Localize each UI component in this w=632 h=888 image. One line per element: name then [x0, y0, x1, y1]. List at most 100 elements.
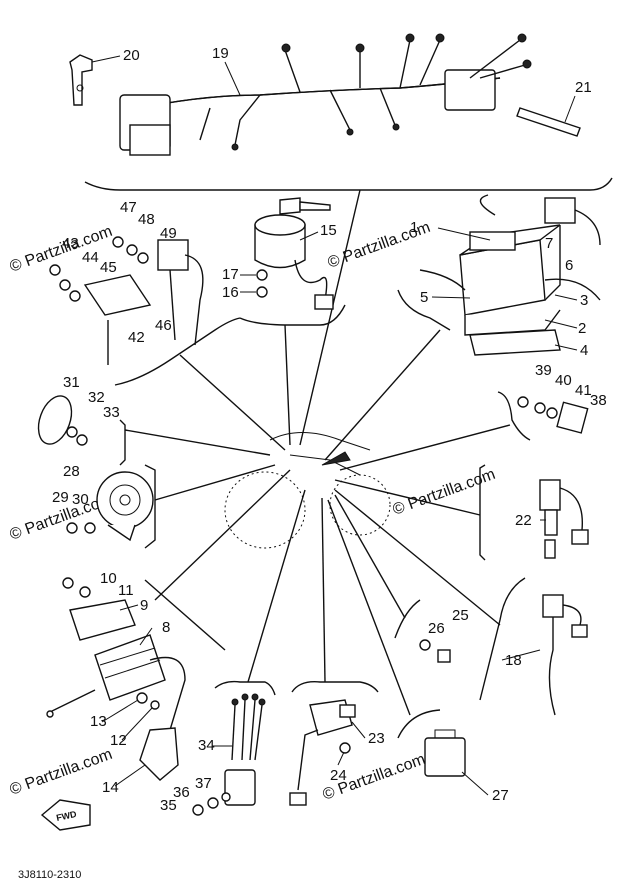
callout-48: 48: [138, 211, 155, 228]
part-19-wire-harness: [119, 33, 532, 156]
part-8-ignition-coil: [46, 577, 186, 781]
callout-41: 41: [575, 382, 592, 399]
callout-10: 10: [100, 570, 117, 587]
part-28-horn: [66, 471, 154, 542]
callout-15: 15: [320, 222, 337, 239]
battery-bracket: [397, 289, 451, 331]
callout-33: 33: [103, 404, 120, 421]
callout-13: 13: [90, 713, 107, 730]
leader-22: [334, 479, 481, 516]
callout-34: 34: [198, 737, 215, 754]
callout-24: 24: [330, 767, 347, 784]
callout-49: 49: [160, 225, 177, 242]
watermark-4: © Partzilla.com: [391, 466, 498, 519]
callout-8: 8: [162, 619, 170, 636]
fwd-label: FWD: [55, 809, 78, 823]
harness-bracket: [84, 177, 613, 191]
bracket-34: [214, 680, 276, 696]
callout-31: 31: [63, 374, 80, 391]
part-25-26-bolts: [419, 639, 451, 663]
callout-23: 23: [368, 730, 385, 747]
relay-bracket: [114, 317, 241, 386]
bracket-18: [479, 577, 526, 701]
callout-14: 14: [102, 779, 119, 796]
leader-23: [321, 497, 326, 683]
part-22-switch: [539, 479, 589, 559]
callout-28: 28: [63, 463, 80, 480]
leader-switch: [284, 324, 291, 446]
callout-30: 30: [72, 491, 89, 508]
callout-18: 18: [505, 652, 522, 669]
part-15-main-switch: [254, 197, 334, 310]
callout-42: 42: [128, 329, 145, 346]
callout-3: 3: [580, 292, 588, 309]
callout-7: 7: [545, 235, 553, 252]
callout-46: 46: [155, 317, 172, 334]
leader-relay: [179, 354, 286, 451]
callout-26: 26: [428, 620, 445, 637]
part-18-sensor: [542, 594, 588, 716]
part-31-cover-plate: [37, 395, 88, 446]
leader-18: [334, 489, 501, 626]
callout-47: 47: [120, 199, 137, 216]
callout-35: 35: [160, 797, 177, 814]
watermarks: © Partzilla.com © Partzilla.com © Partzi…: [8, 219, 498, 804]
callout-27: 27: [492, 787, 509, 804]
part-27-unit: [424, 729, 466, 777]
bracket-31: [119, 419, 126, 466]
callout-38: 38: [590, 392, 607, 409]
callout-37: 37: [195, 775, 212, 792]
callout-2: 2: [578, 320, 586, 337]
bracket-28: [144, 464, 156, 549]
callout-leaders: [91, 55, 578, 796]
part-code: 3J8110-2310: [18, 869, 81, 881]
part-23-switch: [289, 699, 356, 806]
bracket-25: [394, 599, 421, 639]
callout-17: 17: [222, 266, 239, 283]
callout-36: 36: [173, 784, 190, 801]
bracket-27: [397, 709, 441, 739]
callout-40: 40: [555, 372, 572, 389]
leader-28: [154, 464, 276, 501]
callout-12: 12: [110, 732, 127, 749]
callout-45: 45: [100, 259, 117, 276]
leader-battery: [324, 329, 441, 461]
part-38-flasher: [517, 396, 589, 434]
callout-25: 25: [452, 607, 469, 624]
callout-11: 11: [118, 582, 134, 599]
leader-31: [124, 429, 271, 456]
callout-labels: 1 2 3 4 5 6 7 8 9 10 11 12 13 14 15 16 1…: [52, 45, 607, 814]
bracket-38: [497, 391, 531, 441]
bracket-23: [291, 681, 379, 693]
callout-32: 32: [88, 389, 105, 406]
callout-44: 44: [82, 249, 99, 266]
callout-20: 20: [123, 47, 140, 64]
callout-4: 4: [580, 342, 588, 359]
callout-1: 1: [410, 219, 418, 236]
callout-9: 9: [140, 597, 148, 614]
leader-34: [247, 489, 306, 683]
leader-harness: [299, 189, 361, 446]
callout-39: 39: [535, 362, 552, 379]
callout-6: 6: [565, 257, 573, 274]
part-1-battery: [419, 194, 601, 356]
leader-8b: [144, 579, 226, 651]
callout-21: 21: [575, 79, 592, 96]
leader-38: [339, 424, 511, 471]
parts-16-17-screw-washer: [240, 269, 268, 298]
part-42-relay-group: [49, 236, 204, 365]
switch-bracket: [239, 304, 346, 326]
part-21-strip: [516, 107, 581, 137]
leader-8: [154, 469, 291, 601]
callout-5: 5: [420, 289, 428, 306]
leader-27: [327, 499, 411, 716]
watermark-5: © Partzilla.com: [8, 746, 115, 799]
fwd-arrow: FWD: [40, 799, 91, 831]
bracket-22: [479, 464, 486, 561]
part-34-rectifier: [192, 693, 266, 816]
leader-25: [334, 494, 406, 619]
callout-29: 29: [52, 489, 69, 506]
frame-outline: [224, 432, 391, 549]
callout-43: 43: [62, 235, 79, 252]
